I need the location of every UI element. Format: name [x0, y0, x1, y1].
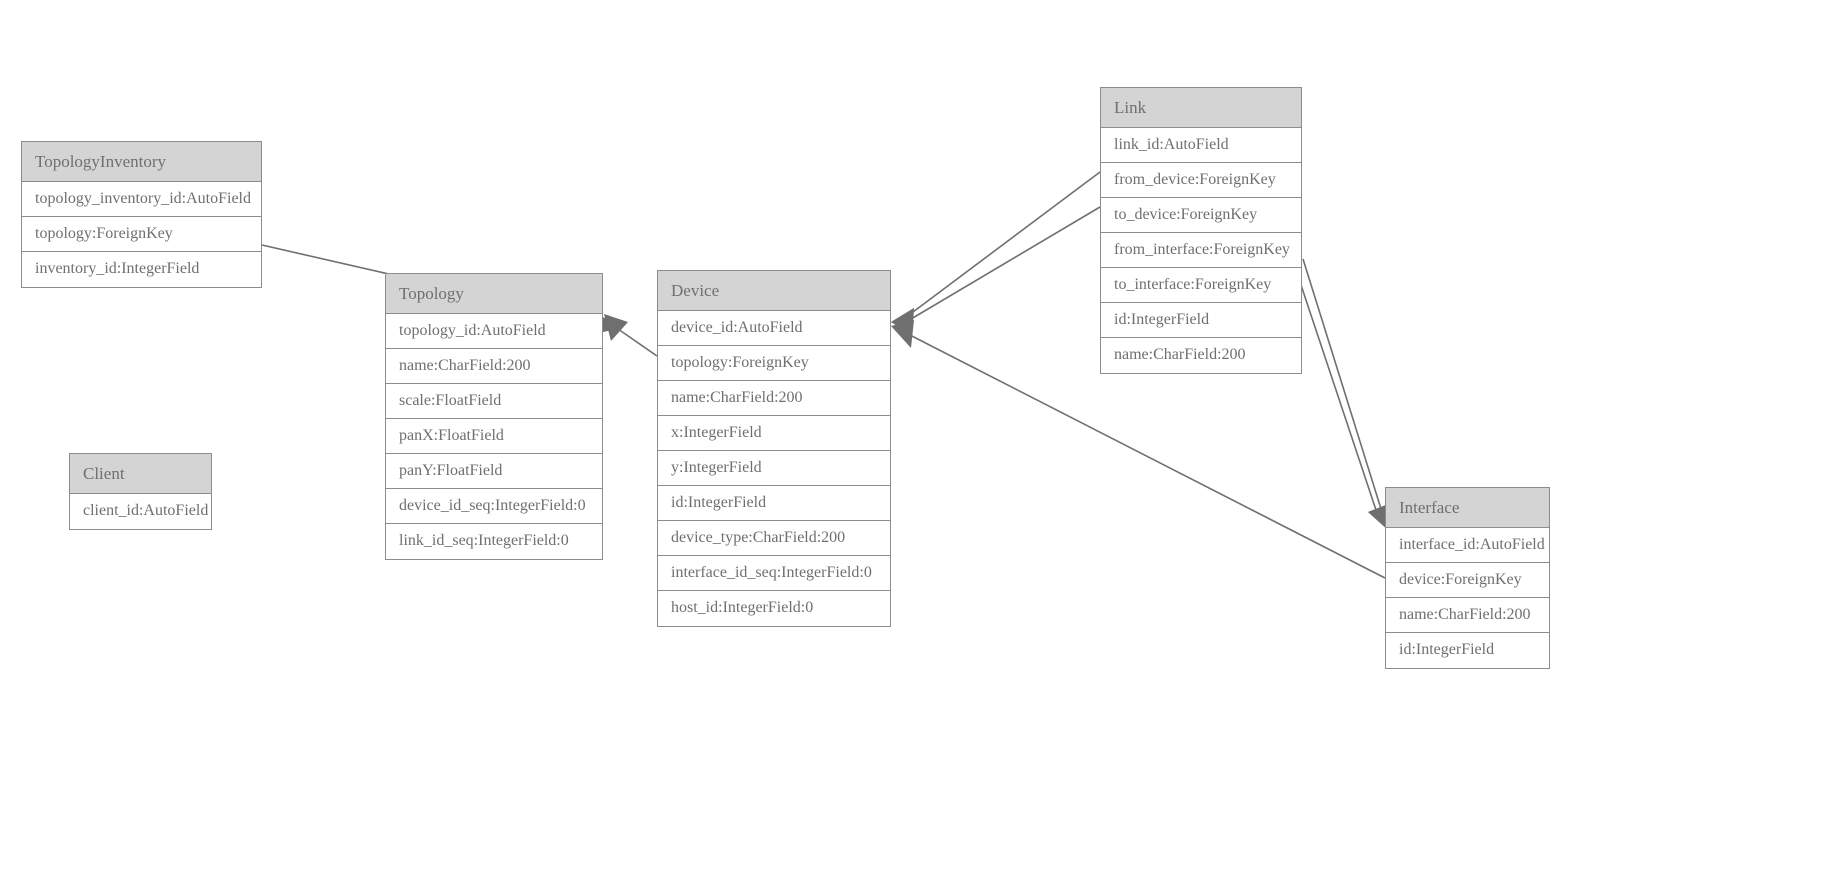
entity-field[interactable]: from_device:ForeignKey	[1101, 163, 1301, 198]
entity-field[interactable]: name:CharField:200	[1114, 346, 1246, 363]
entity-field[interactable]: from_interface:ForeignKey	[1101, 233, 1301, 268]
entity-topology[interactable]: Topology topology_id:AutoField name:Char…	[385, 273, 603, 560]
entity-field[interactable]: x:IntegerField	[658, 416, 890, 451]
rel-link-from-interface	[1302, 258, 1391, 530]
entity-field[interactable]: scale:FloatField	[386, 384, 602, 419]
entity-title: TopologyInventory	[22, 142, 261, 182]
rel-link-to-device	[891, 206, 1101, 335]
entity-field-list: client_id:AutoField	[70, 494, 211, 529]
rel-device-topology	[604, 314, 658, 357]
entity-title: Topology	[386, 274, 602, 314]
entity-field[interactable]: device_type:CharField:200	[658, 521, 890, 556]
rel-link-to-interface	[1297, 275, 1391, 530]
entity-title: Link	[1101, 88, 1301, 128]
entity-title: Interface	[1386, 488, 1549, 528]
entity-field[interactable]: device:ForeignKey	[1386, 563, 1549, 598]
entity-field[interactable]: topology:ForeignKey	[22, 217, 261, 252]
entity-field[interactable]: id:IntegerField	[1101, 303, 1301, 338]
entity-field[interactable]: device_id:AutoField	[658, 311, 890, 346]
rel-link-from-device	[891, 171, 1101, 335]
entity-field[interactable]: id:IntegerField	[1399, 641, 1495, 658]
entity-field[interactable]: client_id:AutoField	[83, 502, 209, 519]
entity-field[interactable]: to_interface:ForeignKey	[1101, 268, 1301, 303]
entity-field[interactable]: inventory_id:IntegerField	[35, 260, 200, 277]
entity-field[interactable]: device_id_seq:IntegerField:0	[386, 489, 602, 524]
entity-field-list: device_id:AutoField topology:ForeignKey …	[658, 311, 890, 626]
entity-field[interactable]: y:IntegerField	[658, 451, 890, 486]
entity-field-list: topology_id:AutoField name:CharField:200…	[386, 314, 602, 559]
entity-field[interactable]: to_device:ForeignKey	[1101, 198, 1301, 233]
entity-field[interactable]: host_id:IntegerField:0	[671, 599, 814, 616]
entity-title: Device	[658, 271, 890, 311]
entity-field[interactable]: interface_id_seq:IntegerField:0	[658, 556, 890, 591]
entity-field-list: topology_inventory_id:AutoField topology…	[22, 182, 261, 287]
entity-field[interactable]: name:CharField:200	[386, 349, 602, 384]
entity-field[interactable]: link_id_seq:IntegerField:0	[399, 532, 569, 549]
entity-field[interactable]: panX:FloatField	[386, 419, 602, 454]
entity-field[interactable]: interface_id:AutoField	[1386, 528, 1549, 563]
entity-field[interactable]: topology:ForeignKey	[658, 346, 890, 381]
entity-field[interactable]: topology_inventory_id:AutoField	[22, 182, 261, 217]
entity-field[interactable]: name:CharField:200	[1386, 598, 1549, 633]
entity-interface[interactable]: Interface interface_id:AutoField device:…	[1385, 487, 1550, 669]
entity-device[interactable]: Device device_id:AutoField topology:Fore…	[657, 270, 891, 627]
entity-title: Client	[70, 454, 211, 494]
entity-field[interactable]: topology_id:AutoField	[386, 314, 602, 349]
entity-link[interactable]: Link link_id:AutoField from_device:Forei…	[1100, 87, 1302, 374]
entity-client[interactable]: Client client_id:AutoField	[69, 453, 212, 530]
entity-field-list: link_id:AutoField from_device:ForeignKey…	[1101, 128, 1301, 373]
entity-field[interactable]: link_id:AutoField	[1101, 128, 1301, 163]
entity-field[interactable]: id:IntegerField	[658, 486, 890, 521]
entity-topology-inventory[interactable]: TopologyInventory topology_inventory_id:…	[21, 141, 262, 288]
entity-field[interactable]: name:CharField:200	[658, 381, 890, 416]
entity-field[interactable]: panY:FloatField	[386, 454, 602, 489]
entity-field-list: interface_id:AutoField device:ForeignKey…	[1386, 528, 1549, 668]
